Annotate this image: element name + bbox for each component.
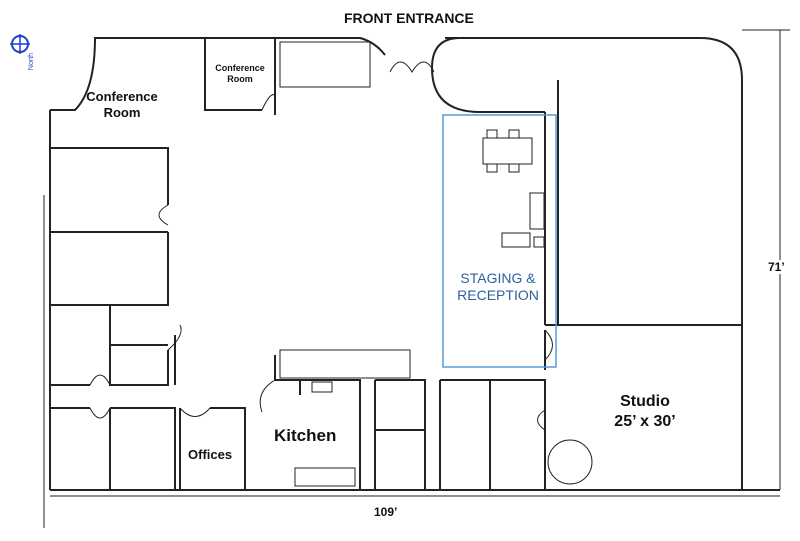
conference-large-line1: Conference [86, 89, 158, 104]
stairs-top [279, 41, 371, 88]
dimension-height-label: 71’ [768, 260, 785, 274]
table [482, 137, 533, 165]
conference-small-line1: Conference [215, 63, 265, 73]
offices-label: Offices [188, 447, 233, 462]
staging-area-outline [442, 114, 557, 368]
north-compass-icon [10, 34, 30, 54]
conference-small-line2: Room [227, 74, 253, 84]
studio-line2: 25’ x 30’ [614, 413, 676, 430]
outer-wall-northwest [50, 37, 205, 111]
loveseat [501, 232, 531, 248]
sofa [529, 192, 545, 230]
kitchen-label: Kitchen [274, 426, 337, 445]
studio-label: Studio 25’ x 30’ [600, 392, 690, 432]
outer-wall-northeast [445, 37, 743, 325]
staging-line2: RECEPTION [457, 287, 539, 303]
staging-line1: STAGING & [460, 270, 536, 286]
stairs-lower [279, 349, 411, 379]
conference-large-line2: Room [103, 105, 141, 120]
conf-small-walls [204, 38, 262, 111]
rounded-lobby-wall [431, 67, 545, 113]
conference-large-label: Conference Room [82, 89, 162, 121]
studio-line1: Studio [620, 393, 670, 410]
outer-wall-north [205, 37, 386, 56]
spiral-stair [547, 439, 593, 485]
conference-small-label: Conference Room [205, 63, 275, 85]
rounded-lobby-corner [431, 37, 461, 69]
front-entrance-label: FRONT ENTRANCE [344, 10, 474, 26]
staging-reception-label: STAGING & RECEPTION [448, 270, 548, 304]
north-label: North [28, 52, 36, 71]
west-room-1 [50, 147, 169, 205]
dimension-width-label: 109’ [370, 505, 402, 519]
front-doors [389, 61, 435, 73]
restroom-walls [375, 379, 426, 490]
